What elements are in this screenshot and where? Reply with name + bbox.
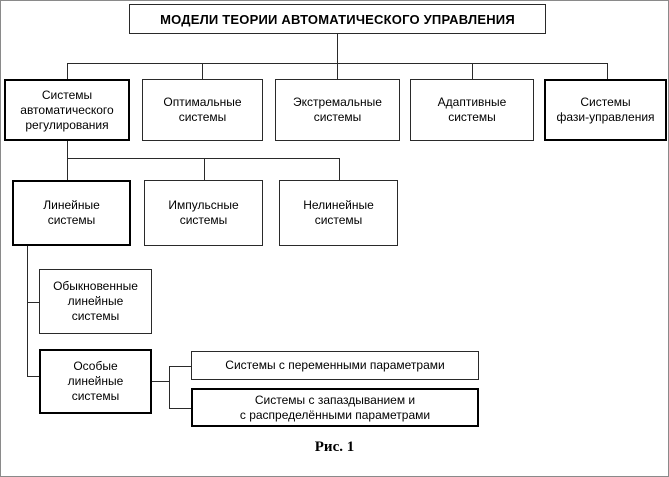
connector-level3-drop-2 bbox=[204, 158, 205, 180]
connector-level5-stub-in bbox=[152, 381, 169, 382]
connector-root-stem bbox=[337, 34, 338, 63]
connector-level3-drop-1 bbox=[67, 158, 68, 180]
connector-level5-spine bbox=[169, 366, 170, 408]
connector-level2-drop-5 bbox=[607, 63, 608, 79]
connector-level3-drop-3 bbox=[339, 158, 340, 180]
connector-level2-drop-4 bbox=[472, 63, 473, 79]
connector-level2-drop-1 bbox=[67, 63, 68, 79]
connector-level2-drop-2 bbox=[202, 63, 203, 79]
node-root-title: МОДЕЛИ ТЕОРИИ АВТОМАТИЧЕСКОГО УПРАВЛЕНИЯ bbox=[129, 4, 546, 34]
connector-level5-stub-2 bbox=[169, 408, 191, 409]
node-level5-1: Системы с переменными параметрами bbox=[191, 351, 479, 380]
connector-level5-stub-1 bbox=[169, 366, 191, 367]
figure-caption: Рис. 1 bbox=[1, 439, 668, 456]
figure-caption-label: Рис. 1 bbox=[314, 439, 355, 455]
node-level5-1-label: Системы с переменными параметрами bbox=[225, 358, 445, 372]
connector-level4-stub-1 bbox=[27, 302, 39, 303]
connector-level3-bus bbox=[67, 158, 340, 159]
node-root-title-label: МОДЕЛИ ТЕОРИИ АВТОМАТИЧЕСКОГО УПРАВЛЕНИЯ bbox=[160, 11, 515, 27]
connector-level4-spine bbox=[27, 246, 28, 376]
connector-level2-drop-3 bbox=[337, 63, 338, 79]
connector-level3-stem bbox=[67, 141, 68, 158]
connector-level4-stub-2 bbox=[27, 376, 39, 377]
